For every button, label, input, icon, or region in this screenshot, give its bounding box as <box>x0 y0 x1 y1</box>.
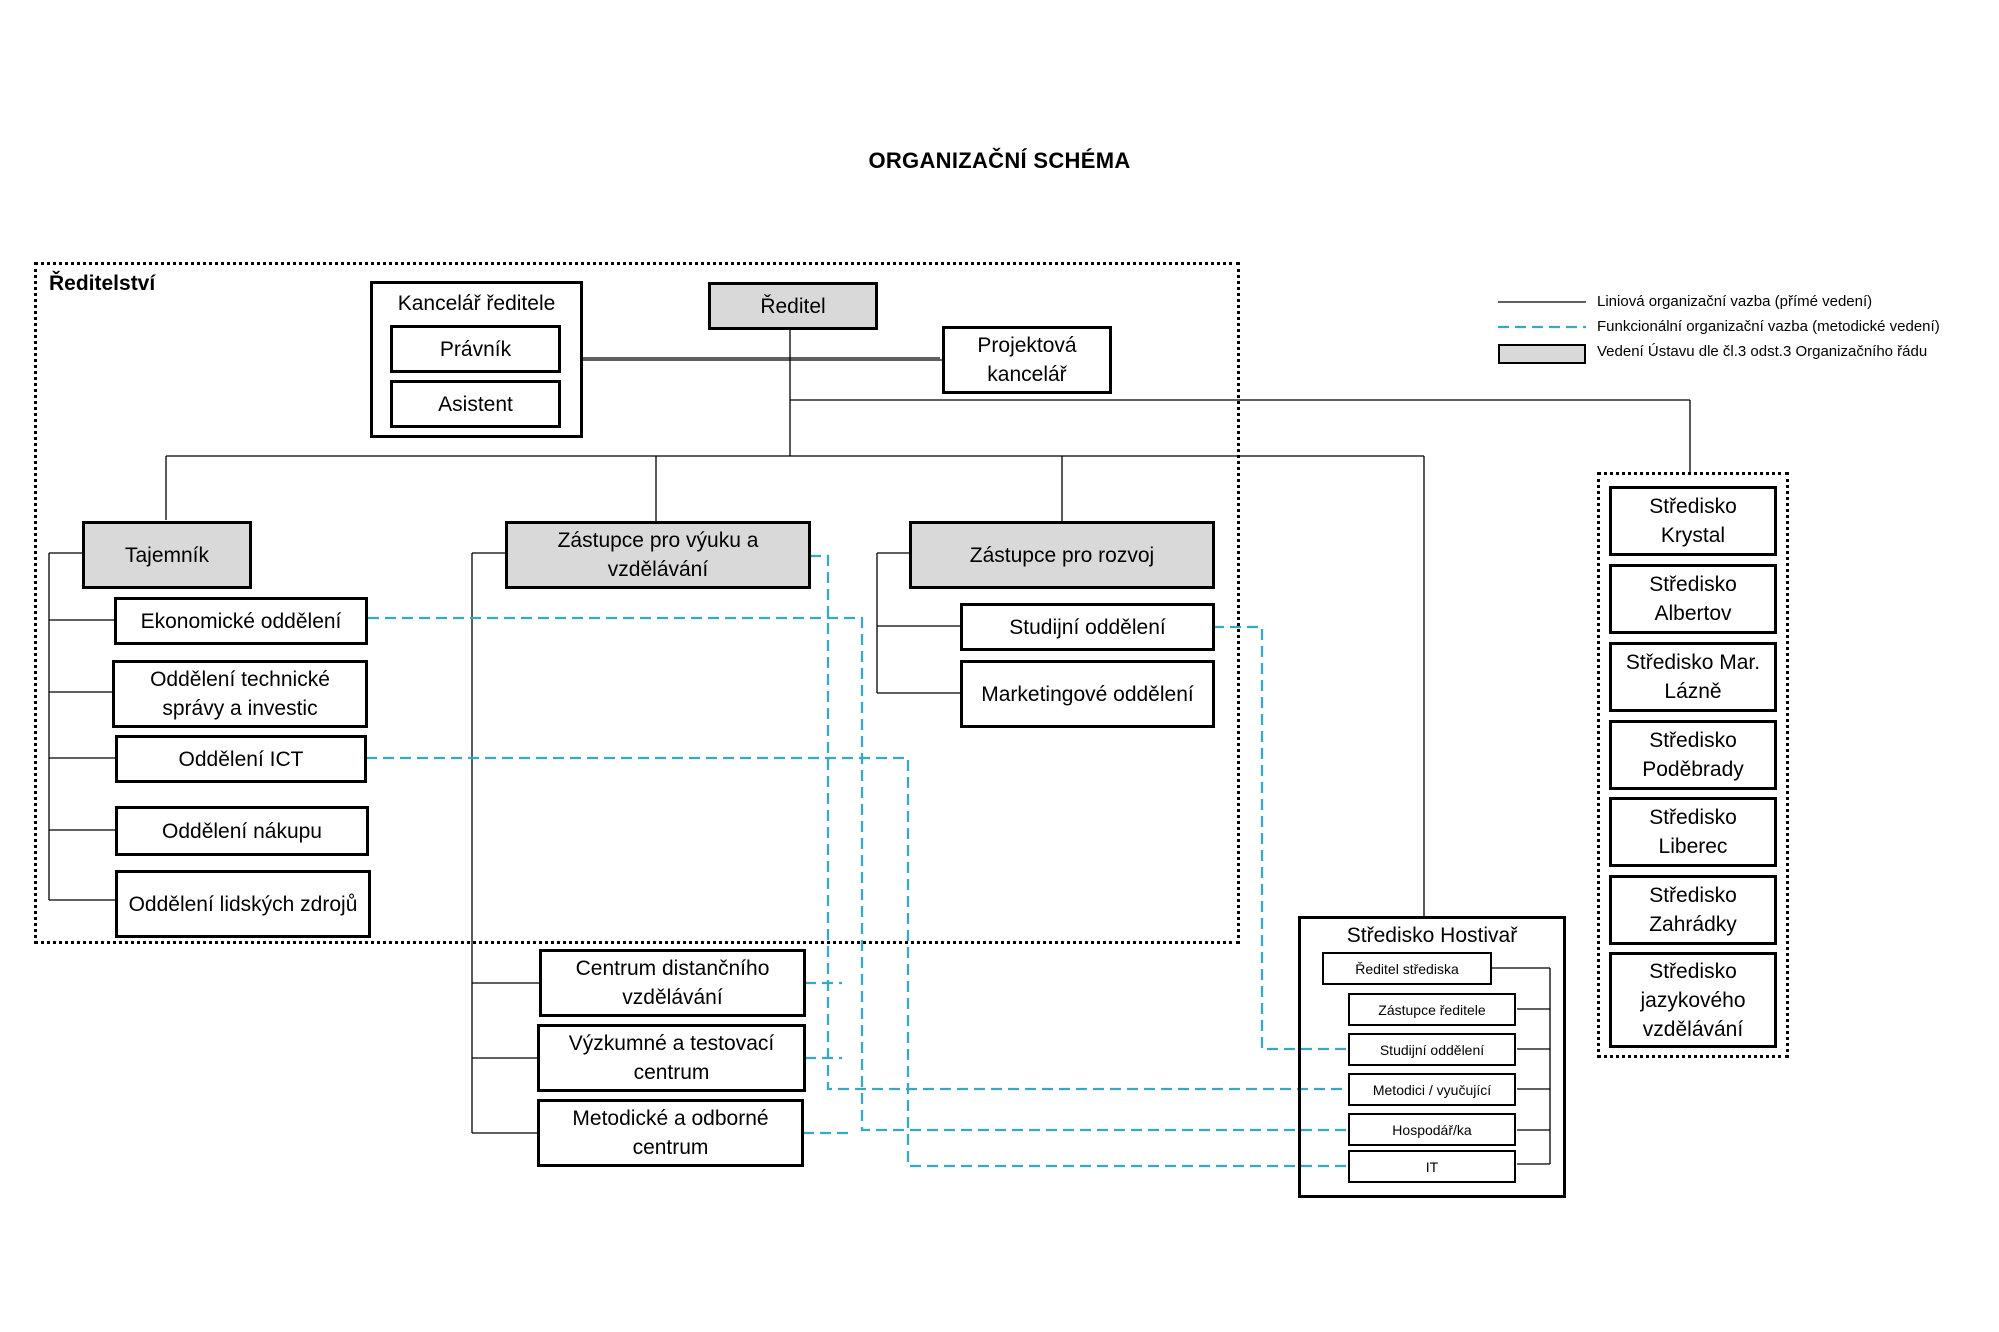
headquarters-region <box>34 262 1240 944</box>
director-office <box>370 281 583 438</box>
research-center-box: Výzkumné a testovací centrum <box>537 1024 806 1092</box>
center-zahradky-box: Středisko Zahrádky <box>1609 875 1777 945</box>
director-office-title: Kancelář ředitele <box>397 292 556 315</box>
lawyer-box: Právník <box>390 325 561 373</box>
ict-dept-box: Oddělení ICT <box>115 735 367 783</box>
hostivar-center <box>1298 916 1566 1198</box>
director-box: Ředitel <box>708 282 878 330</box>
hostivar-title: Středisko Hostivař <box>1346 924 1518 947</box>
hostivar-steward-box: Hospodář/ka <box>1348 1113 1516 1146</box>
technical-dept-box: Oddělení technické správy a investic <box>112 660 368 728</box>
page-title: ORGANIZAČNÍ SCHÉMA <box>868 148 1131 173</box>
economic-dept-box: Ekonomické oddělení <box>114 597 368 645</box>
hostivar-it-box: IT <box>1348 1150 1516 1183</box>
headquarters-label: Ředitelství <box>49 272 156 295</box>
hostivar-director-box: Ředitel střediska <box>1322 952 1492 985</box>
regional-centers-region <box>1597 472 1789 1058</box>
hostivar-study-box: Studijní oddělení <box>1348 1033 1516 1066</box>
secretary-box: Tajemník <box>82 521 252 589</box>
center-liberec-box: Středisko Liberec <box>1609 797 1777 867</box>
hostivar-deputy-box: Zástupce ředitele <box>1348 993 1516 1026</box>
study-dept-box: Studijní oddělení <box>960 603 1215 651</box>
legend-line-label: Liniová organizační vazba (přímé vedení) <box>1597 293 1873 310</box>
marketing-dept-box: Marketingové oddělení <box>960 660 1215 728</box>
center-albertov-box: Středisko Albertov <box>1609 564 1777 634</box>
hostivar-methodists-box: Metodici / vyučující <box>1348 1073 1516 1106</box>
project-office-box: Projektová kancelář <box>942 326 1112 394</box>
center-krystal-box: Středisko Krystal <box>1609 486 1777 556</box>
legend-dashed-label: Funkcionální organizační vazba (metodick… <box>1597 318 1940 335</box>
center-marianske-box: Středisko Mar. Lázně <box>1609 642 1777 712</box>
hr-dept-box: Oddělení lidských zdrojů <box>115 870 371 938</box>
line-links <box>48 301 1691 1165</box>
distance-learning-box: Centrum distančního vzdělávání <box>539 949 806 1017</box>
purchase-dept-box: Oddělení nákupu <box>115 806 369 856</box>
center-podebrady-box: Středisko Poděbrady <box>1609 720 1777 790</box>
legend-gray-swatch <box>1498 344 1586 364</box>
methodical-center-box: Metodické a odborné centrum <box>537 1099 804 1167</box>
legend-gray-label: Vedení Ústavu dle čl.3 odst.3 Organizačn… <box>1597 343 1928 360</box>
center-language-box: Středisko jazykového vzdělávání <box>1609 952 1777 1048</box>
assistant-box: Asistent <box>390 380 561 428</box>
deputy-education-box: Zástupce pro výuku a vzdělávání <box>505 521 811 589</box>
deputy-development-box: Zástupce pro rozvoj <box>909 521 1215 589</box>
